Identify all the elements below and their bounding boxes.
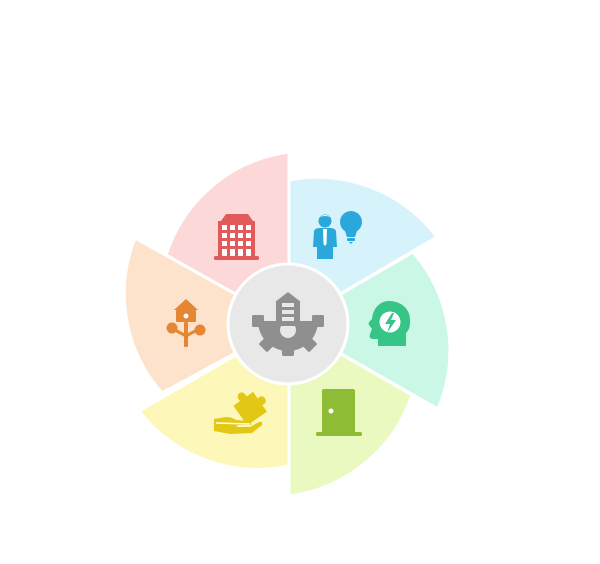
tree-birdhouse-icon [166,299,206,347]
segment-left [122,235,293,395]
building-windows [222,225,251,256]
door-icon [316,389,362,436]
office-building-icon [214,214,259,260]
hand-puzzle-icon [214,391,267,434]
hub-building-windows [282,303,294,321]
building-gear-icon [252,292,324,356]
head-lightning-icon [368,301,411,346]
businessperson-idea-icon [313,211,362,259]
segment-right [285,250,452,412]
